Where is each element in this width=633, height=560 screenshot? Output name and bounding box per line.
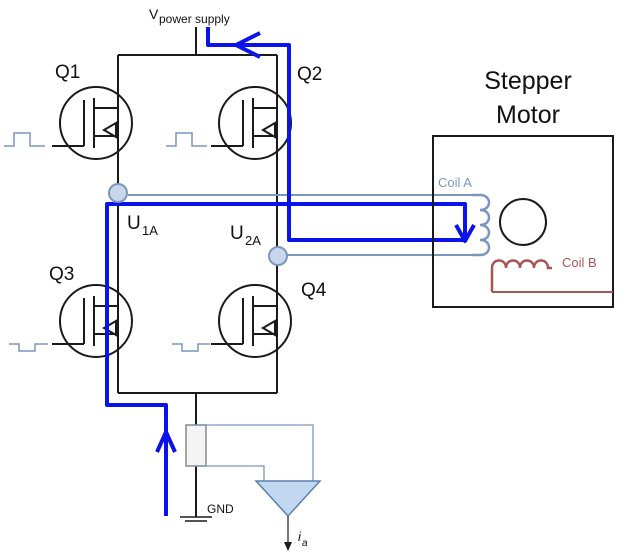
transistor-q4 [211,284,292,358]
coil-b-winding [490,259,552,292]
sense-label-main: i [298,529,302,544]
ground-symbol [180,516,212,522]
label-u2a-main: U [230,223,244,244]
sense-resistor [185,424,207,467]
supply-label-main: V [149,6,159,22]
label-q3: Q3 [49,264,74,285]
transistor-q4-body [218,284,292,358]
sense-taps [196,424,314,483]
current-arrow-coil [454,224,476,243]
label-u1a-sub: 1A [142,223,158,238]
current-path [105,27,476,516]
label-u2a: U 2A [230,223,261,248]
label-q2: Q2 [297,64,322,85]
transistor-q1 [52,86,133,160]
transistor-q3-body [59,284,133,358]
current-path-line [105,27,467,516]
label-u1a-main: U [127,213,141,234]
gate-pulse-q3 [9,343,48,352]
motor-rotor [499,198,547,246]
coil-a-winding [472,193,491,257]
label-u1a: U 1A [127,213,158,238]
supply-label: V power supply [149,6,230,26]
coil-a-wires [128,194,472,256]
sense-amplifier [254,480,322,518]
label-u2a-sub: 2A [245,233,261,248]
label-q4: Q4 [301,280,327,301]
ground-label: GND [207,502,234,516]
gate-pulse-q2 [166,132,207,147]
coil-a-label: Coil A [438,175,472,190]
sense-tap-top [196,424,314,483]
coil-a: Coil A [438,175,491,257]
transistor-q3 [52,284,133,358]
motor-housing [432,135,614,308]
bridge-wires [117,27,278,517]
current-arrow-bottom [155,430,177,453]
sense-label-sub: a [302,538,308,549]
sense-output-label: i a [298,529,308,549]
supply-label-sub: power supply [159,12,230,26]
transistor-q2 [211,86,292,160]
gate-pulse-q4 [172,343,210,352]
gate-pulses [4,132,210,352]
label-q1: Q1 [55,62,80,83]
sense-tap-bottom [196,465,265,483]
coil-b-label: Coil B [562,255,597,270]
motor-title-line2: Motor [496,101,560,129]
motor-title-line1: Stepper [484,67,572,95]
gate-pulse-q1 [4,132,45,147]
current-arrow-top [234,31,261,59]
transistor-q2-body [218,86,292,160]
node-u1a [108,183,128,203]
transistor-q1-body [59,86,133,160]
coil-b: Coil B [490,255,613,293]
sense-output-arrow [284,542,292,551]
node-u2a [268,246,288,266]
